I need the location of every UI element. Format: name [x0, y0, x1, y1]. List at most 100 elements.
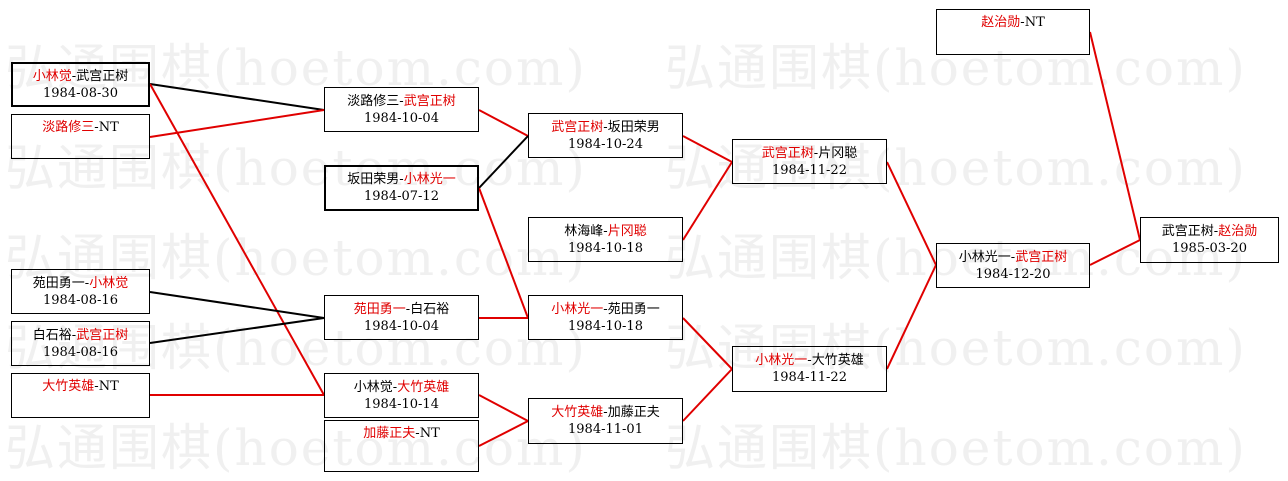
- player-2-name: 武宫正树: [1015, 249, 1068, 265]
- connector-line: [886, 161, 937, 266]
- watermark-text: 弘通围棋(hoetom.com): [5, 319, 587, 377]
- player-1-name: 小林光一: [958, 249, 1011, 265]
- connector-line: [478, 109, 529, 137]
- watermark-text: 弘通围棋(hoetom.com): [5, 139, 587, 197]
- connector-line: [1089, 31, 1141, 241]
- connector-line: [149, 317, 325, 344]
- match-date: 1985-03-20: [1172, 241, 1247, 256]
- separator: -: [392, 379, 398, 395]
- connector-line: [149, 291, 325, 319]
- player-2-name: NT: [1024, 15, 1045, 30]
- match-players: 小林光一-苑田勇一: [551, 301, 659, 318]
- match-date: 1984-10-18: [568, 318, 643, 334]
- player-2-name: 片冈聪: [607, 223, 647, 239]
- match-date: 1984-10-24: [568, 136, 643, 152]
- player-1-name: 坂田荣男: [347, 172, 400, 187]
- match-players: 大竹英雄-NT: [42, 378, 118, 395]
- watermark-text: 弘通围棋(hoetom.com): [665, 419, 1247, 477]
- connector-line: [1089, 239, 1141, 266]
- player-2-name: 武宫正树: [76, 327, 129, 343]
- connector-line: [682, 161, 733, 241]
- player-2-name: 大竹英雄: [811, 353, 864, 368]
- player-2-name: 武宫正树: [76, 68, 129, 84]
- player-2-name: 武宫正树: [403, 93, 456, 109]
- match-box: 加藤正夫-NT: [324, 420, 479, 472]
- match-date: 1984-11-01: [568, 422, 643, 437]
- watermark-text: 弘通围棋(hoetom.com): [665, 39, 1247, 97]
- connector-line: [149, 83, 325, 111]
- match-box: 赵治勋-NT: [936, 9, 1090, 55]
- separator: -: [415, 426, 420, 441]
- watermark-text: 弘通围棋(hoetom.com): [5, 39, 587, 97]
- connector-line: [478, 394, 529, 422]
- watermark-text: 弘通围棋(hoetom.com): [5, 229, 587, 287]
- match-players: 淡路修三-NT: [42, 119, 118, 136]
- player-1-name: 淡路修三: [347, 93, 400, 109]
- player-2-name: 片冈聪: [818, 145, 858, 161]
- player-1-name: 大竹英雄: [551, 405, 604, 420]
- player-2-name: 小林光一: [403, 172, 456, 187]
- separator: -: [94, 120, 99, 135]
- connector-line: [478, 420, 529, 447]
- separator: -: [71, 327, 77, 343]
- match-date: 1984-08-30: [43, 85, 118, 101]
- match-players: 小林觉-大竹英雄: [354, 379, 449, 396]
- connector-line: [682, 368, 733, 422]
- watermark-text: 弘通围棋(hoetom.com): [665, 229, 1247, 287]
- match-date: 1984-11-22: [772, 370, 847, 385]
- match-players: 苑田勇一-白石裕: [354, 301, 449, 318]
- player-1-name: 小林觉: [32, 68, 72, 84]
- match-date: 1984-10-14: [364, 396, 439, 412]
- match-date: 1984-10-18: [568, 240, 643, 256]
- match-box: 淡路修三-NT: [11, 114, 150, 159]
- watermark-text: 弘通围棋(hoetom.com): [665, 139, 1247, 197]
- match-date: 1984-12-20: [975, 266, 1051, 282]
- match-date: 1984-11-22: [772, 162, 847, 178]
- player-1-name: 武宫正树: [761, 145, 814, 161]
- connector-line: [149, 109, 325, 138]
- match-players: 苑田勇一-小林觉: [33, 275, 128, 292]
- separator: -: [603, 223, 608, 239]
- watermark-text: 弘通围棋(hoetom.com): [5, 419, 587, 477]
- separator: -: [603, 119, 608, 135]
- player-1-name: 加藤正夫: [363, 426, 416, 441]
- separator: -: [603, 405, 608, 420]
- connector-line: [682, 317, 733, 370]
- player-1-name: 苑田勇一: [32, 275, 85, 291]
- player-1-name: 小林觉: [353, 379, 393, 395]
- match-players: 小林觉-武宫正树: [33, 68, 128, 85]
- match-players: 小林光一-大竹英雄: [755, 352, 863, 369]
- connector-line: [478, 187, 529, 319]
- player-1-name: 苑田勇一: [353, 301, 406, 317]
- match-players: 武宫正树-片冈聪: [762, 145, 857, 162]
- separator: -: [1213, 224, 1219, 239]
- connector-line: [149, 83, 325, 396]
- player-2-name: 白石裕: [410, 301, 450, 317]
- player-2-name: 赵治勋: [1218, 224, 1258, 239]
- connector-line: [682, 135, 733, 163]
- player-2-name: 大竹英雄: [397, 379, 450, 395]
- player-1-name: 淡路修三: [42, 120, 95, 135]
- match-players: 加藤正夫-NT: [363, 425, 439, 442]
- player-1-name: 武宫正树: [551, 119, 604, 135]
- match-players: 武宫正树-坂田荣男: [551, 119, 659, 136]
- player-1-name: 大竹英雄: [42, 379, 95, 394]
- player-2-name: 苑田勇一: [607, 301, 660, 317]
- match-players: 武宫正树-赵治勋: [1162, 223, 1257, 240]
- match-players: 白石裕-武宫正树: [33, 327, 128, 344]
- match-date: 1984-10-04: [364, 318, 439, 334]
- player-2-name: NT: [98, 120, 119, 135]
